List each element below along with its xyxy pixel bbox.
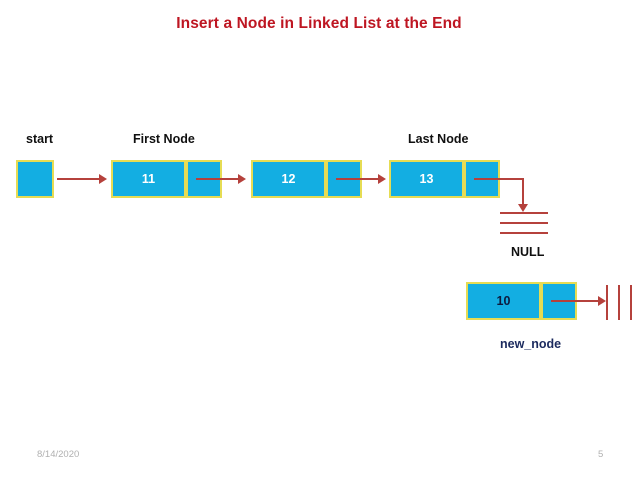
node-1-data-cell[interactable]: 11 bbox=[111, 160, 186, 198]
new-node-data-cell[interactable]: 10 bbox=[466, 282, 541, 320]
null-ground-bar-2 bbox=[500, 222, 548, 224]
arrow-start-to-node1-line bbox=[57, 178, 99, 180]
label-null-end: NULL bbox=[511, 245, 545, 259]
arrow-newnode-to-null-line bbox=[551, 300, 601, 302]
null-ground-bar-3 bbox=[500, 232, 548, 234]
null-ground-bar-1 bbox=[500, 212, 548, 214]
null-vertical-bar-2 bbox=[618, 285, 620, 320]
start-pointer-box[interactable] bbox=[16, 160, 54, 198]
arrow-node3-to-null-vertical bbox=[522, 178, 524, 206]
footer-page-number: 5 bbox=[598, 449, 604, 460]
arrow-node2-to-node3-line bbox=[336, 178, 378, 180]
arrow-node2-to-node3-head bbox=[378, 174, 386, 184]
node-3-data-cell[interactable]: 13 bbox=[389, 160, 464, 198]
arrow-node1-to-node2-head bbox=[238, 174, 246, 184]
page-title: Insert a Node in Linked List at the End bbox=[176, 15, 462, 32]
arrow-node3-to-null-head bbox=[518, 204, 528, 212]
arrow-node1-to-node2-line bbox=[196, 178, 238, 180]
arrow-start-to-node1-head bbox=[99, 174, 107, 184]
arrow-newnode-to-null-head bbox=[598, 296, 606, 306]
node-2-data-cell[interactable]: 12 bbox=[251, 160, 326, 198]
null-vertical-bar-3 bbox=[630, 285, 632, 320]
label-new-node: new_node bbox=[500, 337, 562, 351]
label-first-node: First Node bbox=[133, 132, 195, 146]
label-last-node: Last Node bbox=[408, 132, 469, 146]
label-start: start bbox=[26, 132, 54, 146]
null-vertical-bar-1 bbox=[606, 285, 608, 320]
footer-date: 8/14/2020 bbox=[37, 449, 80, 460]
arrow-node3-to-null-horizontal bbox=[474, 178, 524, 180]
